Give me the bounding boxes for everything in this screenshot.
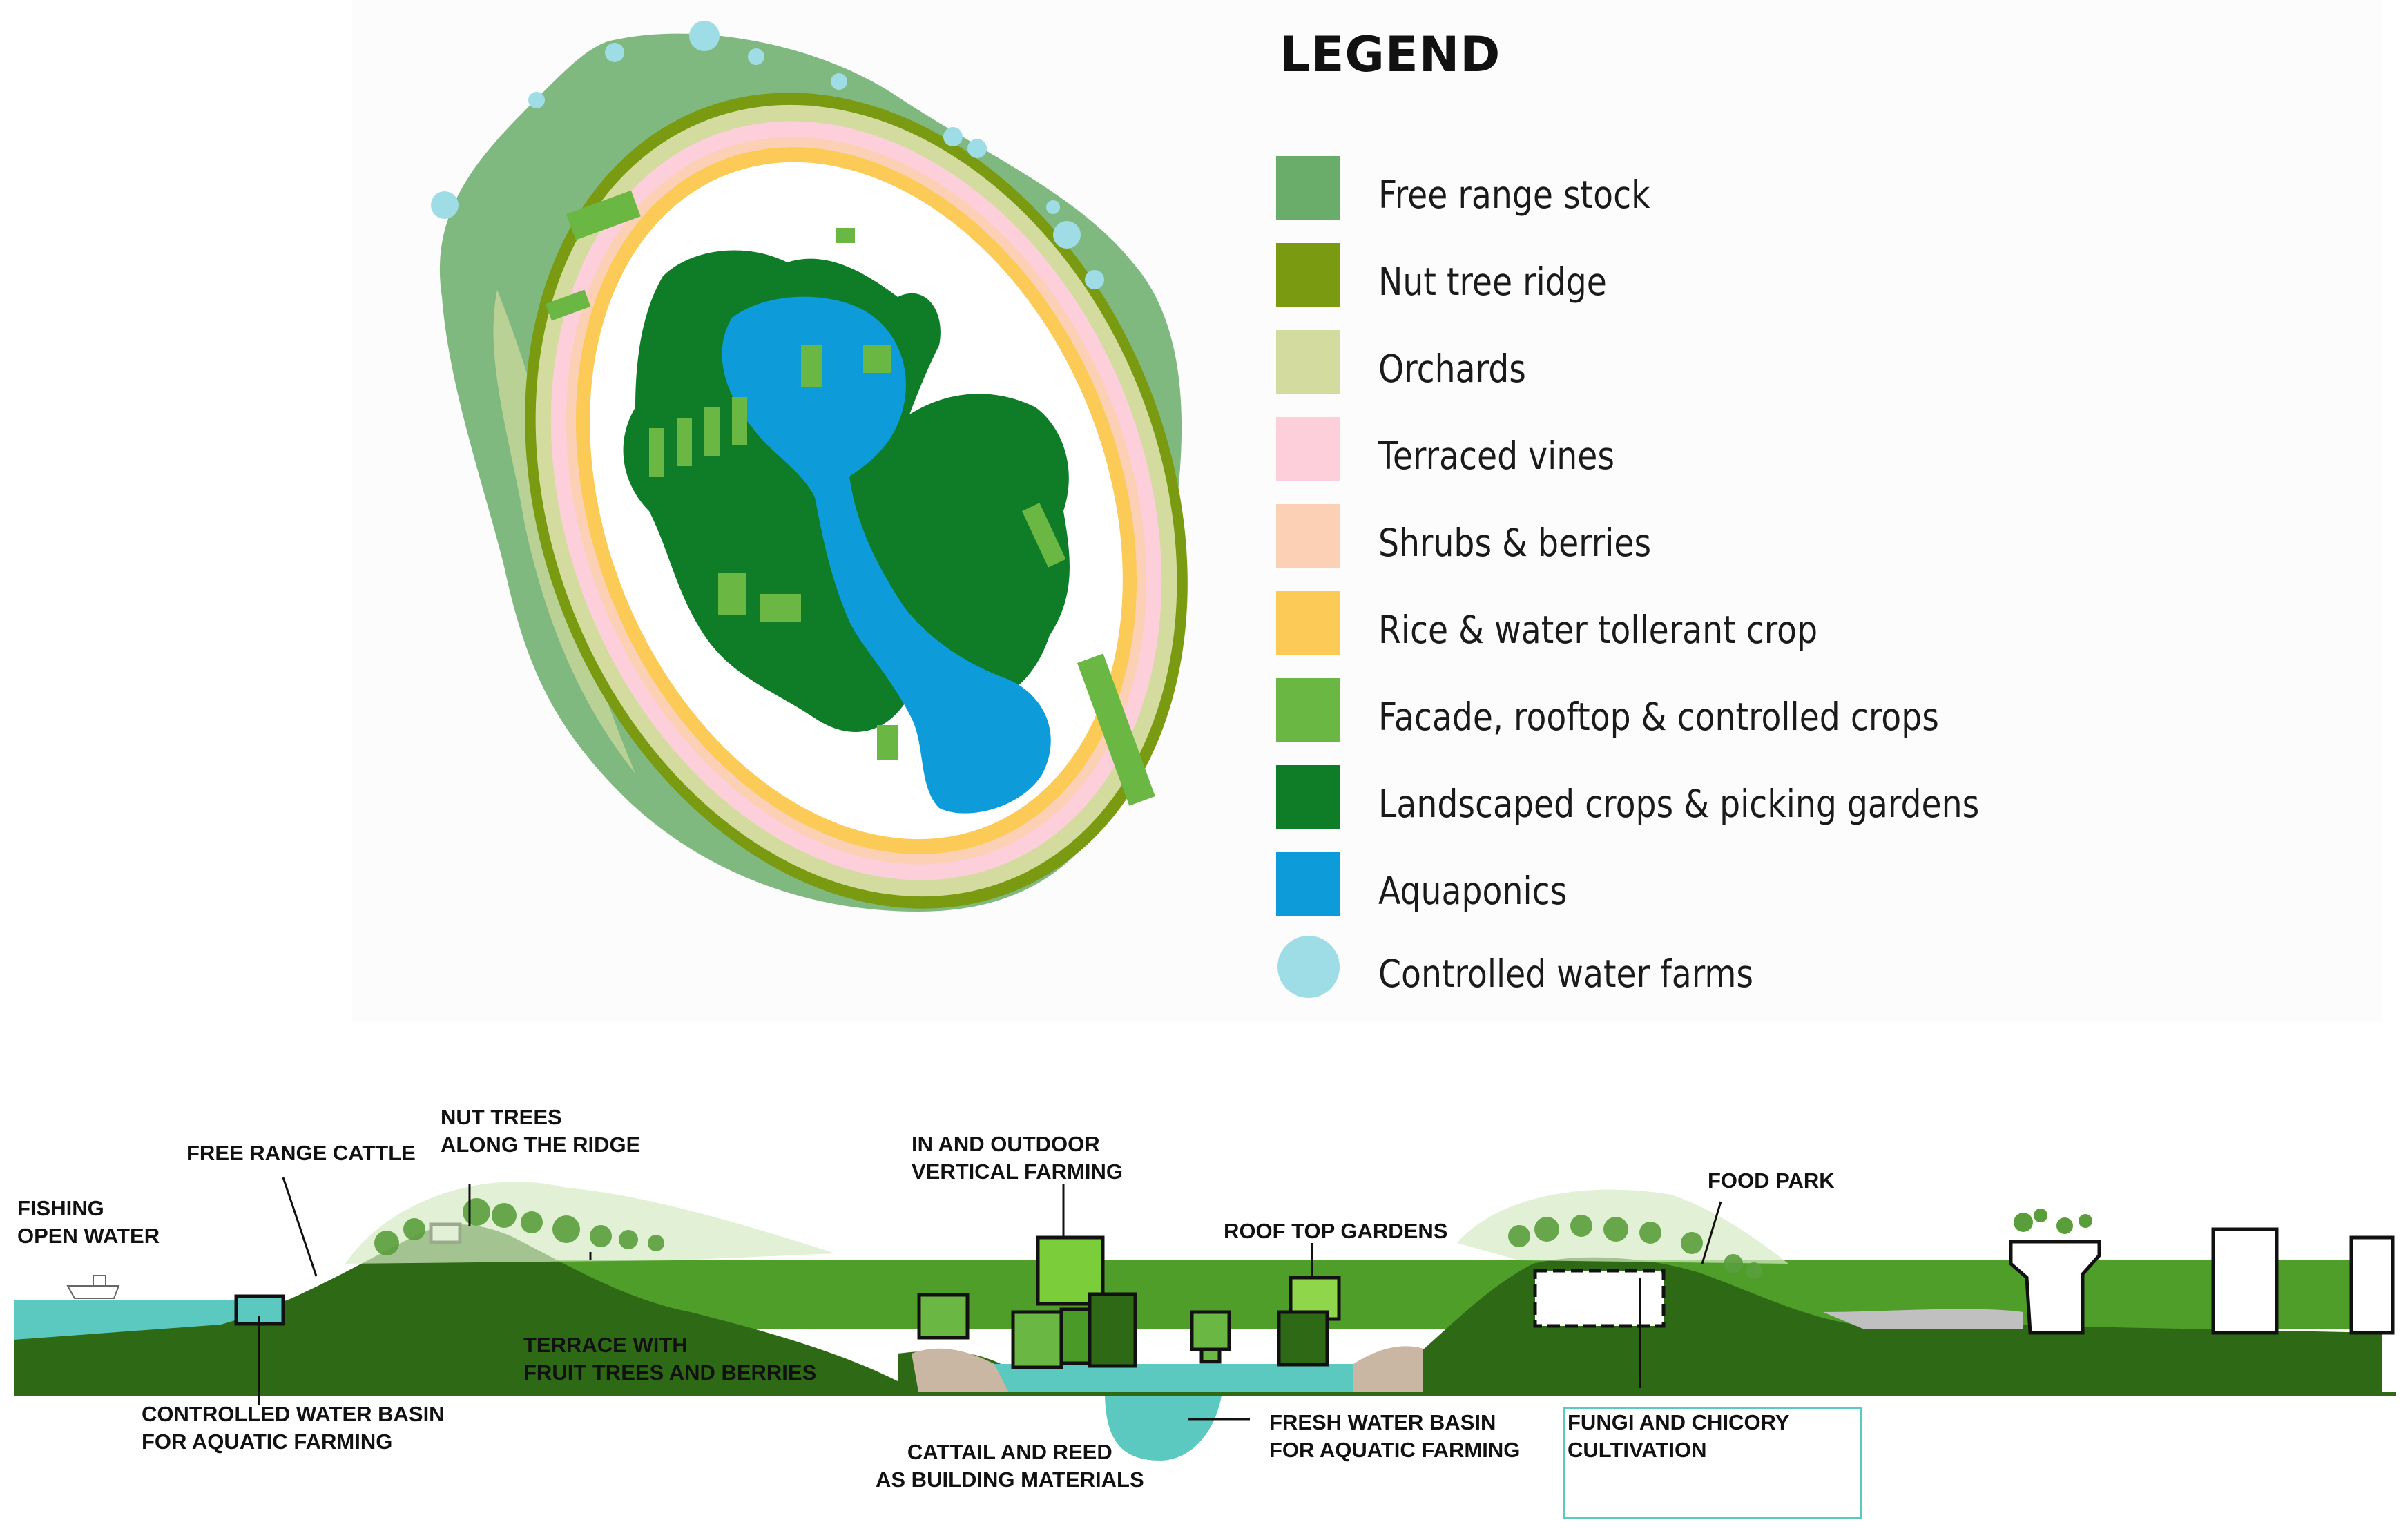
- annotation-cattail: CATTAIL AND REED AS BUILDING MATERIALS: [876, 1440, 1144, 1492]
- facade-rooftop-blocks: [545, 190, 1155, 806]
- legend-item-landscaped-crops: Landscaped crops & picking gardens: [1276, 772, 2312, 841]
- cattail-reed-bank-right: [1353, 1346, 1436, 1392]
- vertical-farming-blocks: [917, 1235, 1341, 1369]
- annotation-fresh-water: FRESH WATER BASIN FOR AQUATIC FARMING: [1269, 1410, 1521, 1462]
- annotation-vertical-farming: IN AND OUTDOOR VERTICAL FARMING: [912, 1132, 1123, 1184]
- callout-lines: [258, 1177, 1722, 1421]
- swatch-aquaponics: [1276, 852, 1340, 916]
- legend-title: LEGEND: [1280, 26, 1501, 83]
- aquaponics-water: [722, 296, 1051, 814]
- swatch-rice-crop: [1276, 591, 1340, 655]
- legend-label: Terraced vines: [1378, 434, 1615, 478]
- annotation-fungi: FUNGI AND CHICORY CULTIVATION: [1568, 1410, 1790, 1462]
- legend-item-shrubs-berries: Shrubs & berries: [1276, 511, 2312, 580]
- swatch-controlled-water-farms: [1277, 936, 1340, 998]
- legend-item-rice-crop: Rice & water tollerant crop: [1276, 598, 2312, 667]
- cross-section: [14, 1177, 2396, 1461]
- swatch-facade-rooftop: [1276, 678, 1340, 742]
- legend-label: Landscaped crops & picking gardens: [1378, 782, 1980, 826]
- annotation-food-park: FOOD PARK: [1708, 1168, 1835, 1193]
- annotation-roof-top-gardens: ROOF TOP GARDENS: [1224, 1219, 1448, 1243]
- legend-item-free-range-stock: Free range stock: [1276, 163, 2312, 232]
- legend-item-aquaponics: Aquaponics: [1276, 859, 2312, 928]
- fungi-highlight-box: [1563, 1407, 1862, 1519]
- legend-label: Nut tree ridge: [1378, 260, 1607, 304]
- controlled-water-farm-dots: [431, 21, 1104, 289]
- cattail-reed-bank: [912, 1348, 1008, 1392]
- legend-item-facade-rooftop: Facade, rooftop & controlled crops: [1276, 685, 2312, 754]
- annotation-water-basin: CONTROLLED WATER BASIN FOR AQUATIC FARMI…: [142, 1402, 445, 1454]
- swatch-free-range-stock: [1276, 156, 1340, 220]
- swatch-orchards: [1276, 330, 1340, 394]
- legend-label: Aquaponics: [1378, 869, 1568, 913]
- swatch-nut-tree-ridge: [1276, 243, 1340, 307]
- ground-band: [428, 1260, 2382, 1329]
- city-buildings: [2009, 1227, 2395, 1335]
- legend-item-terraced-vines: Terraced vines: [1276, 424, 2312, 493]
- legend-label: Orchards: [1378, 347, 1526, 391]
- annotation-terrace: TERRACE WITH FRUIT TREES AND BERRIES: [523, 1333, 817, 1385]
- fishing-boat: [66, 1285, 120, 1299]
- legend-label: Controlled water farms: [1378, 952, 1754, 996]
- site-plan: [431, 21, 1188, 912]
- legend-label: Free range stock: [1378, 173, 1650, 217]
- fresh-water-basin-shape: [981, 1364, 1353, 1461]
- controlled-water-basin: [234, 1294, 285, 1326]
- legend-item-orchards: Orchards: [1276, 337, 2312, 406]
- swatch-landscaped-crops: [1276, 765, 1340, 829]
- ground-left-hill: [14, 1224, 898, 1395]
- legend-label: Shrubs & berries: [1378, 521, 1652, 565]
- legend-swatches: [1276, 156, 1340, 998]
- legend-label: Facade, rooftop & controlled crops: [1378, 695, 1939, 739]
- food-park-building: [1533, 1269, 1666, 1328]
- annotation-free-range-cattle: FREE RANGE CATTLE: [186, 1141, 416, 1165]
- annotation-nut-trees: NUT TREES ALONG THE RIDGE: [441, 1105, 641, 1157]
- legend-item-controlled-water-farms: Controlled water farms: [1276, 942, 2312, 1011]
- legend-item-nut-tree-ridge: Nut tree ridge: [1276, 250, 2312, 319]
- annotation-fishing: FISHING OPEN WATER: [17, 1196, 160, 1248]
- swatch-terraced-vines: [1276, 417, 1340, 481]
- legend-label: Rice & water tollerant crop: [1378, 608, 1818, 652]
- swatch-shrubs-berries: [1276, 504, 1340, 568]
